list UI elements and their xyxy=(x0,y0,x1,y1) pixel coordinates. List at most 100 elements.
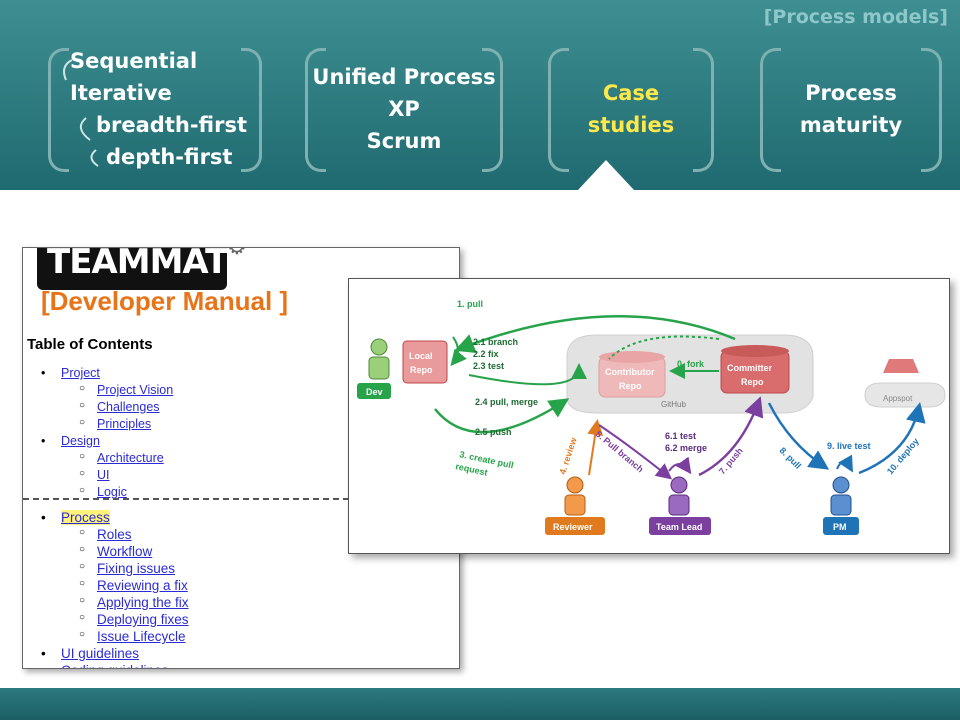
toc-item[interactable]: ○ Roles xyxy=(23,527,453,544)
toc-link[interactable]: Challenges xyxy=(97,400,160,414)
toc-link[interactable]: Issue Lifecycle xyxy=(97,629,186,644)
curve-arrow-icon xyxy=(79,117,91,141)
gear-icon: ⚙ xyxy=(227,248,247,260)
arrow-branch-loop xyxy=(450,336,467,367)
bracket-left xyxy=(48,48,69,172)
header-band xyxy=(0,0,960,190)
toc-link[interactable]: Deploying fixes xyxy=(97,612,189,627)
bullet-icon: ○ xyxy=(79,561,86,572)
step-2-2-fix: 2.2 fix xyxy=(473,349,499,359)
step-6-1-test: 6.1 test xyxy=(665,431,696,441)
toc-item[interactable]: ○ Principles xyxy=(23,417,453,434)
toc-link[interactable]: Reviewing a fix xyxy=(97,578,188,593)
toc-link[interactable]: Roles xyxy=(97,527,132,542)
toc-item[interactable]: ○Project Vision xyxy=(23,383,453,400)
role-dev: Dev xyxy=(366,387,383,397)
bullet-icon: ○ xyxy=(79,468,86,479)
tab-case-studies[interactable]: Case studies xyxy=(548,48,714,172)
toc-link[interactable]: UI guidelines xyxy=(61,646,140,661)
role-reviewer: Reviewer xyxy=(553,522,593,532)
bullet-icon: ○ xyxy=(79,485,86,496)
tab-process-maturity[interactable]: Process maturity xyxy=(760,48,942,172)
role-pm: PM xyxy=(833,522,847,532)
local-repo-line2: Repo xyxy=(410,365,433,375)
bullet-icon: • xyxy=(41,366,46,380)
toc-item[interactable]: • Coding guidelines xyxy=(23,663,453,668)
manual-title: [Developer Manual ] xyxy=(41,286,289,316)
curve-arrow-icon xyxy=(63,59,73,81)
appspot-label: Appspot xyxy=(883,394,913,403)
tab-line: XP xyxy=(388,97,420,121)
toc-item[interactable]: ○ Logic xyxy=(23,485,453,502)
tab-line: breadth-first xyxy=(96,113,247,137)
toc-link[interactable]: Process xyxy=(61,510,110,525)
team-lead-person-icon: Team Lead xyxy=(649,476,711,535)
contributor-repo-line1: Contributor xyxy=(605,367,655,377)
bracket-right xyxy=(241,48,262,172)
bracket-right xyxy=(921,48,942,172)
toc-item[interactable]: •Process xyxy=(23,510,453,527)
local-repo-line1: Local xyxy=(409,351,433,361)
toc-item[interactable]: ○Workflow xyxy=(23,544,453,561)
tab-line: Scrum xyxy=(366,129,442,153)
curve-arrow-icon xyxy=(90,149,99,167)
tab-sequential-iterative[interactable]: Sequential Iterative breadth-first depth… xyxy=(48,48,262,172)
toc-link[interactable]: Logic xyxy=(97,485,127,499)
toc-link[interactable]: Design xyxy=(61,434,100,448)
bullet-icon: ○ xyxy=(79,417,86,428)
bullet-icon: ○ xyxy=(79,578,86,589)
toc-link[interactable]: Architecture xyxy=(97,451,164,465)
tab-line: Process xyxy=(805,81,897,105)
step-0-fork: 0. fork xyxy=(677,359,705,369)
step-6-2-merge: 6.2 merge xyxy=(665,443,707,453)
toc-link[interactable]: Workflow xyxy=(97,544,153,559)
toc-item[interactable]: ○ Fixing issues xyxy=(23,561,453,578)
toc-heading: Table of Contents xyxy=(27,336,153,353)
arrow-review xyxy=(587,419,604,476)
arrow-live-test xyxy=(836,454,853,473)
toc-item[interactable]: ○Issue Lifecycle xyxy=(23,629,453,646)
sequence-arrows xyxy=(63,59,99,167)
step-2-1-branch: 2.1 branch xyxy=(473,337,518,347)
toc-link[interactable]: Fixing issues xyxy=(97,561,176,576)
step-9-live-test: 9. live test xyxy=(827,441,871,451)
bracket-right xyxy=(482,48,503,172)
toc-link[interactable]: Applying the fix xyxy=(97,595,189,610)
toc-item[interactable]: ○Deploying fixes xyxy=(23,612,453,629)
appspot-cloud xyxy=(864,382,946,408)
tab-line: studies xyxy=(587,113,675,137)
arrow-fetch-dotted xyxy=(608,335,720,360)
tab-label: Unified Process XP Scrum xyxy=(305,48,503,170)
bracket-left xyxy=(760,48,781,172)
deck-section-tag: [Process models] xyxy=(763,6,948,28)
toc-link[interactable]: Principles xyxy=(97,417,152,431)
toc-item[interactable]: ○ Reviewing a fix xyxy=(23,578,453,595)
tab-unified-process[interactable]: Unified Process XP Scrum xyxy=(305,48,503,172)
bullet-icon: • xyxy=(41,663,46,668)
toc-link[interactable]: Project Vision xyxy=(97,383,174,397)
bullet-icon: ○ xyxy=(79,595,86,606)
bracket-left xyxy=(548,48,569,172)
tab-line: Case xyxy=(602,81,660,105)
bullet-icon: ○ xyxy=(79,400,86,411)
step-2-5-push: 2.5 push xyxy=(475,427,512,437)
toc-item[interactable]: ○ UI xyxy=(23,468,453,485)
tab-line: Unified Process xyxy=(312,65,496,89)
bracket-right xyxy=(693,48,714,172)
local-repo: Local Repo xyxy=(402,340,448,384)
arrow-push xyxy=(434,398,570,434)
teammates-logo: TEAMMATES xyxy=(37,248,274,290)
step-1-pull: 1. pull xyxy=(457,299,483,309)
toc-item[interactable]: ○ Applying the fix xyxy=(23,595,453,612)
toc-item[interactable]: ○ Challenges xyxy=(23,400,453,417)
toc-item[interactable]: • Project xyxy=(23,366,453,383)
toc-item[interactable]: •Design xyxy=(23,434,453,451)
step-2-4-pull-merge: 2.4 pull, merge xyxy=(475,397,538,407)
toc-item[interactable]: •UI guidelines xyxy=(23,646,453,663)
toc-link[interactable]: UI xyxy=(97,468,110,482)
reviewer-person-icon: Reviewer xyxy=(545,476,605,535)
bullet-icon: ○ xyxy=(79,527,86,538)
toc-link[interactable]: Coding guidelines xyxy=(61,663,168,668)
toc-item[interactable]: ○Architecture xyxy=(23,451,453,468)
toc-link[interactable]: Project xyxy=(61,366,100,380)
